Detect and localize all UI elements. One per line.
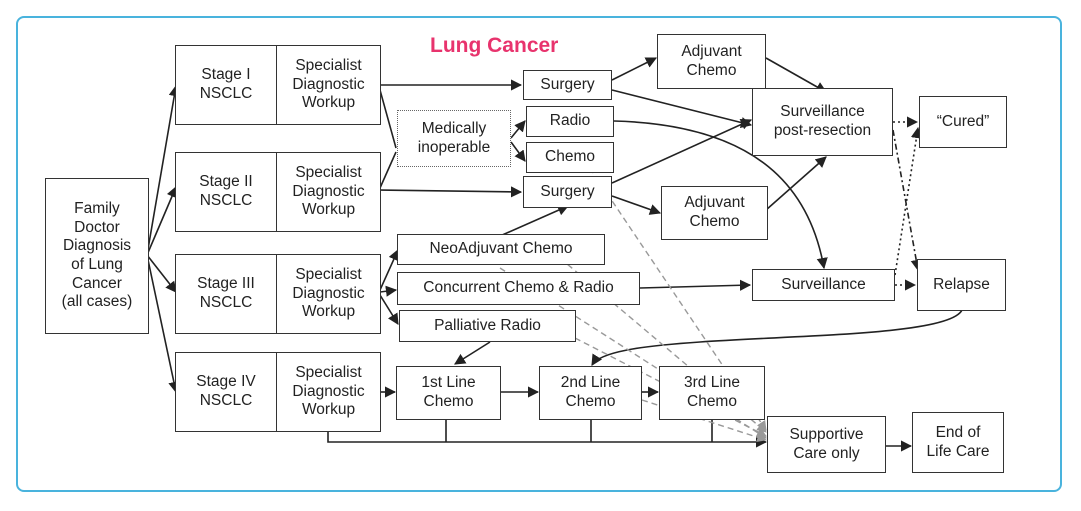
link-neoadjuvant-surgery xyxy=(499,204,570,237)
link-surgery1-adjuvant xyxy=(611,57,658,81)
palliative-radio-box: Palliative Radio xyxy=(399,310,576,342)
link-family-stage3 xyxy=(146,254,177,293)
link-family-stage4 xyxy=(146,254,180,394)
link-inoperable-radio xyxy=(510,120,526,139)
first-line-chemo-box: 1st Line Chemo xyxy=(396,366,501,420)
third-line-chemo-box: 3rd Line Chemo xyxy=(659,366,765,420)
surveillance-post-resection-box: Surveillance post-resection xyxy=(752,88,893,156)
link-stage1-inoperable xyxy=(379,89,397,149)
link-bus-supportive xyxy=(327,432,768,448)
link-postresection-relapse xyxy=(892,129,922,272)
link-palliative-1stline xyxy=(454,341,491,365)
stage-3-row: Stage III NSCLC Specialist Diagnostic Wo… xyxy=(175,254,381,334)
stage-4-label: Stage IV NSCLC xyxy=(176,353,277,431)
chemo-box: Chemo xyxy=(526,142,614,173)
end-of-life-care-box: End of Life Care xyxy=(912,412,1004,473)
link-surgery2-surveillance xyxy=(611,119,753,184)
stage-4-row: Stage IV NSCLC Specialist Diagnostic Wor… xyxy=(175,352,381,432)
link-stage3-neoadjuvant xyxy=(379,248,399,291)
stage-1-row: Stage I NSCLC Specialist Diagnostic Work… xyxy=(175,45,381,125)
stage-3-label: Stage III NSCLC xyxy=(176,255,277,333)
cured-box: “Cured” xyxy=(919,96,1007,148)
link-stage3-concurrent xyxy=(379,285,398,297)
link-family-stage1 xyxy=(146,84,180,256)
stage-3-workup: Specialist Diagnostic Workup xyxy=(292,266,365,321)
family-doctor-box: Family Doctor Diagnosis of Lung Cancer (… xyxy=(45,178,149,334)
neoadjuvant-chemo-box: NeoAdjuvant Chemo xyxy=(397,234,605,265)
link-stage2-inoperable xyxy=(379,151,397,189)
stage-2-row: Stage II NSCLC Specialist Diagnostic Wor… xyxy=(175,152,381,232)
link-adjuvant-surveillance xyxy=(765,57,827,93)
stage-2-workup: Specialist Diagnostic Workup xyxy=(292,164,365,219)
stage-2-label: Stage II NSCLC xyxy=(176,153,277,231)
link-relapse-2ndline xyxy=(591,309,963,366)
link-stage2-surgery xyxy=(379,186,523,198)
link-adjuvant2-surveillance xyxy=(765,156,827,211)
link-radio-surveillance xyxy=(613,120,828,270)
second-line-chemo-box: 2nd Line Chemo xyxy=(539,366,642,420)
medically-inoperable-box: Medically inoperable xyxy=(397,110,511,167)
stage-1-workup: Specialist Diagnostic Workup xyxy=(292,57,365,112)
surgery-box-2: Surgery xyxy=(523,176,612,208)
surveillance-box: Surveillance xyxy=(752,269,895,301)
relapse-box: Relapse xyxy=(917,259,1006,311)
surgery-box-1: Surgery xyxy=(523,70,612,100)
stage-4-workup: Specialist Diagnostic Workup xyxy=(292,364,365,419)
adjuvant-chemo-box-2: Adjuvant Chemo xyxy=(661,186,768,240)
link-concurrent-surveillance xyxy=(639,279,752,291)
link-stage3-palliative xyxy=(379,294,399,325)
link-surgery2-adjuvant xyxy=(611,195,662,215)
link-palliative-supportive xyxy=(574,337,767,437)
link-family-stage2 xyxy=(146,185,178,256)
diagram-title: Lung Cancer xyxy=(430,34,559,57)
adjuvant-chemo-box-1: Adjuvant Chemo xyxy=(657,34,766,89)
link-surgery1-surveillance xyxy=(611,89,753,128)
link-inoperable-chemo xyxy=(510,141,526,162)
diagram-frame xyxy=(16,16,1062,492)
supportive-care-box: Supportive Care only xyxy=(767,416,886,473)
concurrent-chemo-radio-box: Concurrent Chemo & Radio xyxy=(397,272,640,305)
radio-box: Radio xyxy=(526,106,614,137)
stage-1-label: Stage I NSCLC xyxy=(176,46,277,124)
